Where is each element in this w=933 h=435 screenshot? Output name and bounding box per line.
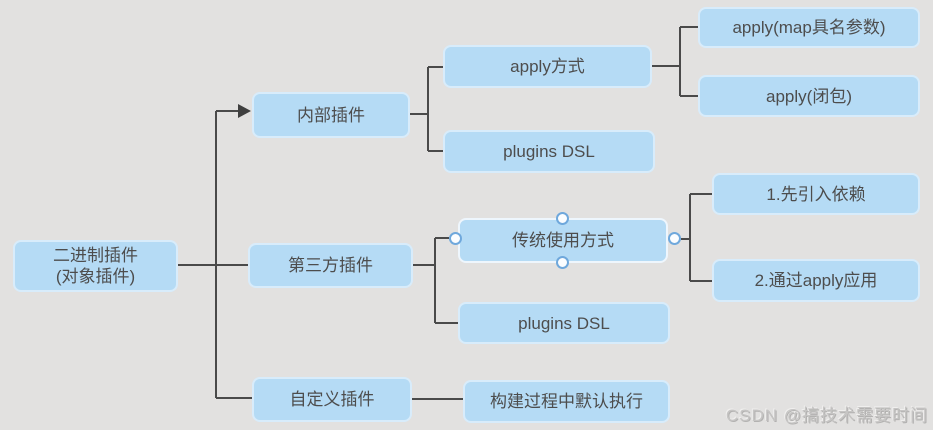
- arrow-right-icon: [238, 104, 251, 118]
- node-custom-plugin[interactable]: 自定义插件: [252, 377, 412, 422]
- node-plugins-dsl-third-party[interactable]: plugins DSL: [458, 302, 670, 344]
- selection-handle-top[interactable]: [556, 212, 569, 225]
- connector-internal-children: [410, 66, 443, 152]
- connector-third-party-children: [413, 237, 458, 324]
- csdn-watermark: CSDN @搞技术需要时间: [725, 406, 928, 425]
- node-plugins-dsl-internal[interactable]: plugins DSL: [443, 130, 655, 173]
- node-step1-import-dependency[interactable]: 1.先引入依赖: [712, 173, 920, 215]
- node-build-default-execution[interactable]: 构建过程中默认执行: [463, 380, 670, 423]
- node-third-party-plugin[interactable]: 第三方插件: [248, 243, 413, 288]
- connector-traditional-children: [681, 193, 712, 282]
- connector-apply-method-children: [652, 26, 698, 97]
- selection-handle-left[interactable]: [449, 232, 462, 245]
- node-binary-plugin-root[interactable]: 二进制插件 (对象插件): [13, 240, 178, 292]
- node-internal-plugin[interactable]: 内部插件: [252, 92, 410, 138]
- selection-handle-bottom[interactable]: [556, 256, 569, 269]
- node-root-label: 二进制插件 (对象插件): [53, 246, 138, 286]
- node-step2-apply-usage[interactable]: 2.通过apply应用: [712, 259, 920, 302]
- node-apply-map-named-params[interactable]: apply(map具名参数): [698, 7, 920, 48]
- node-apply-closure[interactable]: apply(闭包): [698, 75, 920, 117]
- selection-handle-right[interactable]: [668, 232, 681, 245]
- node-apply-method[interactable]: apply方式: [443, 45, 652, 88]
